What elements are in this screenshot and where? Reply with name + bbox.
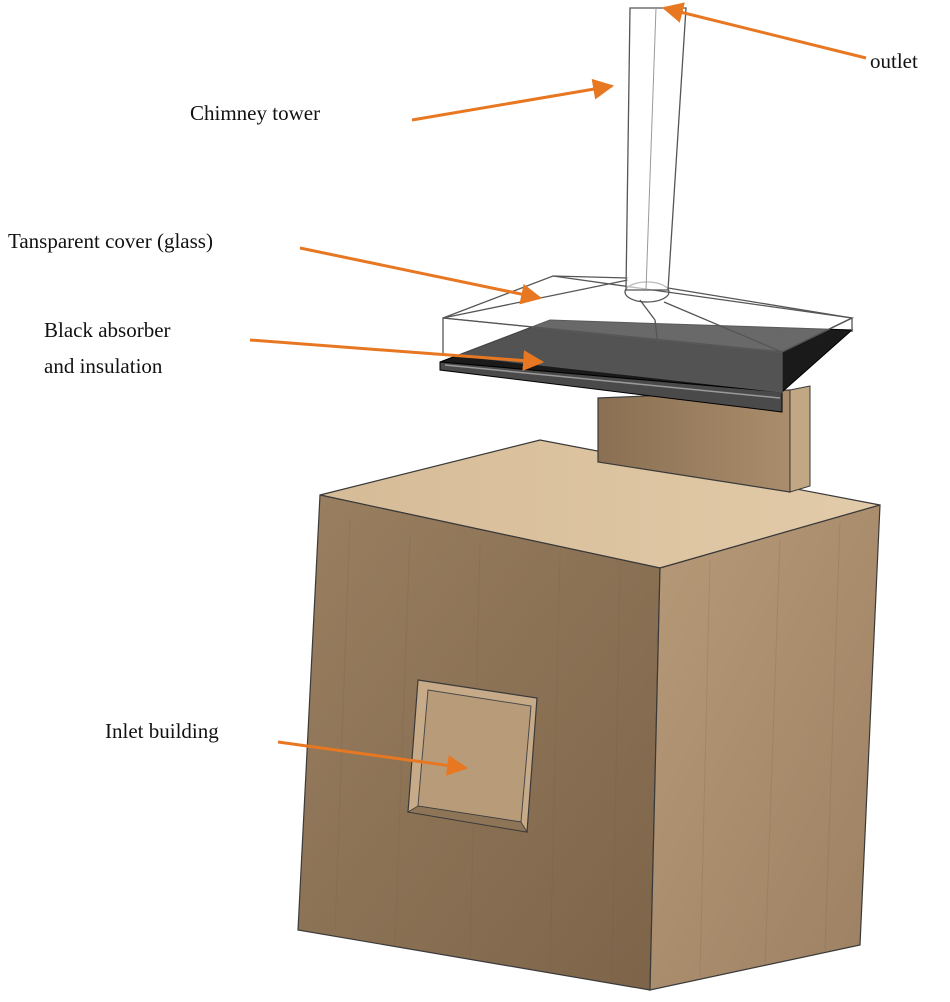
arrow-inlet xyxy=(277,740,469,776)
chimney-tower xyxy=(625,7,687,291)
annotation-arrows xyxy=(249,2,867,776)
building-right-face xyxy=(649,504,881,991)
label-black-absorber: Black absorber and insulation xyxy=(44,312,274,384)
building xyxy=(297,439,881,991)
arrow-outlet xyxy=(661,2,867,60)
inlet-window xyxy=(406,679,538,833)
label-outlet: outlet xyxy=(870,49,918,73)
connecting-duct xyxy=(597,385,811,493)
arrow-cover xyxy=(299,246,543,305)
arrow-chimney xyxy=(411,78,615,122)
arrow-absorber xyxy=(249,338,545,372)
label-chimney-tower: Chimney tower xyxy=(190,101,321,125)
label-inlet-building: Inlet building xyxy=(105,719,219,743)
label-transparent-cover: Tansparent cover (glass) xyxy=(8,229,213,253)
label-absorber-line2: and insulation xyxy=(44,354,163,378)
label-absorber-line1: Black absorber xyxy=(44,318,171,342)
glass-cover xyxy=(442,275,855,393)
